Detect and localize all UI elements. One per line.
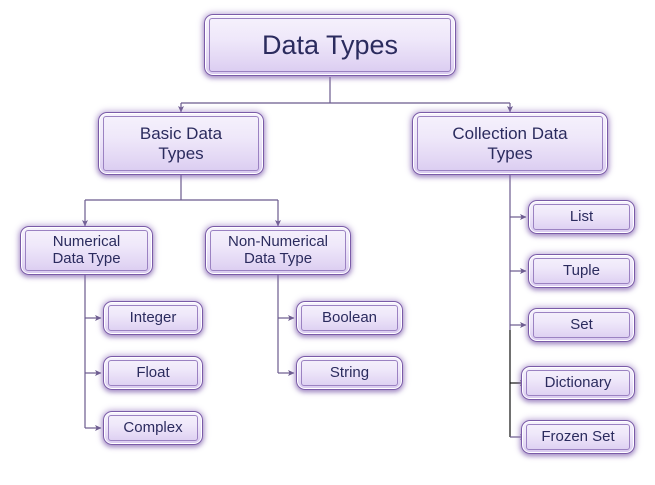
node-complex[interactable]: Complex <box>103 411 203 445</box>
node-label: Numerical Data Type <box>52 232 121 267</box>
node-float[interactable]: Float <box>103 356 203 390</box>
node-label: String <box>329 363 370 381</box>
node-frozen-set[interactable]: Frozen Set <box>521 420 635 454</box>
node-non-numerical-data-type[interactable]: Non-Numerical Data Type <box>205 226 351 275</box>
node-basic-data-types[interactable]: Basic Data Types <box>98 112 264 175</box>
node-boolean[interactable]: Boolean <box>296 301 403 335</box>
node-label: Set <box>570 315 593 333</box>
node-label: Collection Data Types <box>452 124 568 163</box>
node-label: Basic Data Types <box>139 124 223 163</box>
node-label: Boolean <box>321 308 378 326</box>
node-label: Data Types <box>261 29 399 60</box>
node-set[interactable]: Set <box>528 308 635 342</box>
node-label: Frozen Set <box>541 427 615 445</box>
node-collection-data-types[interactable]: Collection Data Types <box>412 112 608 175</box>
node-dictionary[interactable]: Dictionary <box>521 366 635 400</box>
node-string[interactable]: String <box>296 356 403 390</box>
node-label: Complex <box>123 418 183 436</box>
node-integer[interactable]: Integer <box>103 301 203 335</box>
node-label: Integer <box>129 308 177 326</box>
node-label: Float <box>136 363 170 381</box>
node-label: List <box>569 207 594 225</box>
node-label: Dictionary <box>544 373 612 391</box>
node-label: Tuple <box>563 261 600 279</box>
node-data-types[interactable]: Data Types <box>204 14 456 76</box>
node-label: Non-Numerical Data Type <box>227 232 329 267</box>
node-list[interactable]: List <box>528 200 635 234</box>
node-numerical-data-type[interactable]: Numerical Data Type <box>20 226 153 275</box>
node-tuple[interactable]: Tuple <box>528 254 635 288</box>
